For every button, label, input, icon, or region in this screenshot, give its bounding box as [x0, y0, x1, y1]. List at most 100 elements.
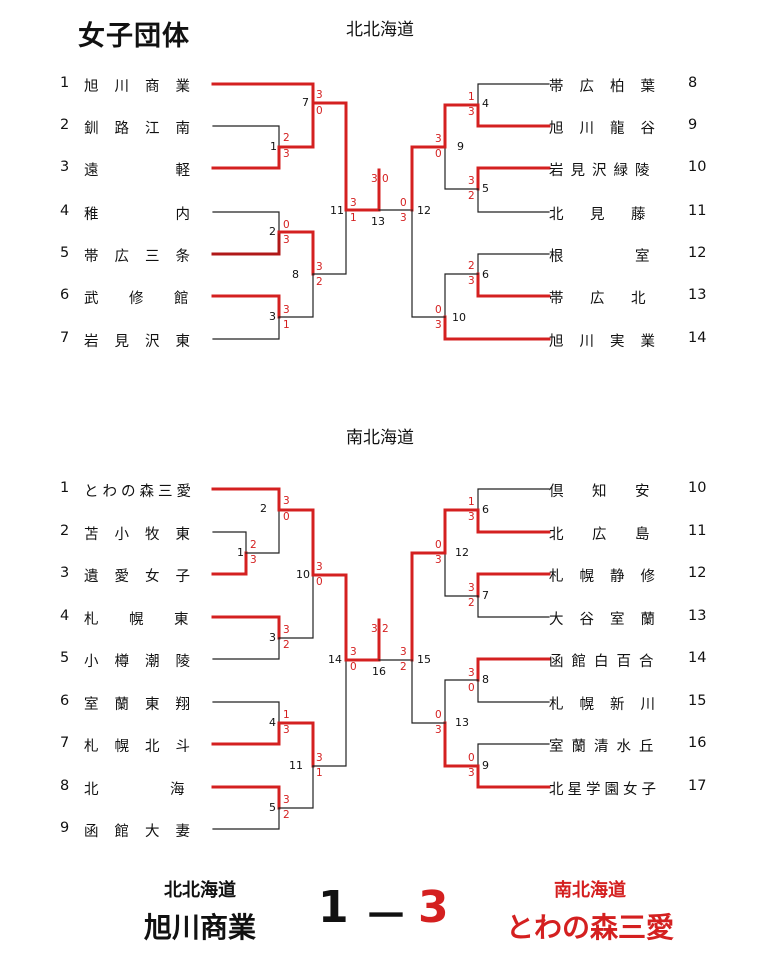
team-seed: 12	[688, 565, 707, 581]
north-final-score: 1	[318, 882, 349, 933]
team-name: 帯広柏葉	[549, 79, 671, 95]
score: 3	[283, 794, 290, 806]
match-number: 9	[482, 759, 489, 772]
score: 3	[283, 234, 290, 246]
score: 3	[316, 752, 323, 764]
score: 3	[316, 89, 323, 101]
score: 3	[350, 197, 357, 209]
team-name: 北 海	[84, 782, 192, 798]
team-seed: 9	[688, 117, 698, 133]
score: 3	[283, 624, 290, 636]
team-name: 帯広三条	[84, 249, 206, 265]
match-number: 7	[482, 589, 489, 602]
team-seed: 3	[60, 565, 70, 581]
team-seed: 5	[60, 245, 70, 261]
score: 2	[382, 623, 389, 635]
team-name: 苫小牧東	[84, 527, 206, 543]
team-name: 小樽潮陵	[84, 654, 206, 670]
team-name: 北 見 藤	[549, 207, 652, 223]
score: 3	[435, 319, 442, 331]
match-number: 13	[371, 215, 385, 228]
team-name: 旭川商業	[84, 79, 206, 95]
south-region-label: 南北海道	[554, 880, 626, 901]
match-number: 2	[260, 502, 267, 515]
team-name: 遠 軽	[84, 163, 206, 179]
north-region-label: 北北海道	[164, 880, 236, 901]
team-seed: 6	[60, 693, 70, 709]
team-name: 札幌新川	[549, 697, 671, 713]
match-number: 6	[482, 268, 489, 281]
team-seed: 5	[60, 650, 70, 666]
score: 3	[468, 275, 475, 287]
match-number: 3	[269, 631, 276, 644]
team-name: 北星学園女子	[549, 782, 660, 798]
score: 3	[350, 646, 357, 658]
score: 3	[250, 554, 257, 566]
team-seed: 2	[60, 523, 70, 539]
team-name: 室蘭清水丘	[549, 739, 662, 755]
match-number: 16	[372, 665, 386, 678]
team-seed: 6	[60, 287, 70, 303]
south-bracket-lines	[211, 487, 551, 830]
score: 0	[283, 511, 290, 523]
score: 0	[316, 576, 323, 588]
score: 3	[468, 767, 475, 779]
team-seed: 4	[60, 608, 70, 624]
team-name: 北 広 島	[549, 527, 657, 543]
team-name: 函館大妻	[84, 824, 206, 840]
match-number: 4	[482, 97, 489, 110]
team-seed: 10	[688, 159, 707, 175]
score: 3	[371, 623, 378, 635]
south-champion-name: とわの森三愛	[505, 911, 674, 944]
south-final-score: 3	[418, 882, 449, 933]
score: 3	[468, 175, 475, 187]
score: 0	[435, 709, 442, 721]
score: 0	[316, 105, 323, 117]
match-number: 8	[482, 673, 489, 686]
team-name: 札幌静修	[549, 569, 671, 585]
match-number: 1	[237, 546, 244, 559]
match-number: 11	[289, 759, 303, 772]
team-name: 遺愛女子	[84, 569, 206, 585]
score: 2	[316, 276, 323, 288]
score: 0	[468, 752, 475, 764]
team-name: 稚 内	[84, 207, 206, 223]
score: 3	[468, 667, 475, 679]
score: 0	[468, 682, 475, 694]
team-seed: 8	[688, 75, 698, 91]
match-number: 9	[457, 140, 464, 153]
team-name: とわの森三愛	[84, 484, 195, 500]
score: 1	[283, 319, 290, 331]
match-number: 3	[269, 310, 276, 323]
score: 1	[468, 496, 475, 508]
score: 0	[400, 197, 407, 209]
team-seed: 7	[60, 330, 70, 346]
score: 3	[435, 554, 442, 566]
north-champion-name: 旭川商業	[143, 911, 256, 944]
match-number: 12	[417, 204, 431, 217]
score: 3	[468, 582, 475, 594]
score: 3	[283, 304, 290, 316]
score: 3	[283, 148, 290, 160]
team-name: 倶 知 安	[549, 484, 657, 500]
team-name: 室蘭東翔	[84, 697, 206, 713]
score: 3	[316, 561, 323, 573]
score: 3	[283, 495, 290, 507]
team-name: 札 幌 東	[84, 612, 197, 628]
team-seed: 15	[688, 693, 707, 709]
score: 2	[283, 639, 290, 651]
match-number: 4	[269, 716, 276, 729]
match-number: 5	[482, 182, 489, 195]
score: 0	[283, 219, 290, 231]
team-seed: 3	[60, 159, 70, 175]
score: 1	[283, 709, 290, 721]
team-name: 岩見沢東	[84, 334, 206, 350]
match-number: 5	[269, 801, 276, 814]
score: 2	[400, 661, 407, 673]
team-name: 札幌北斗	[84, 739, 206, 755]
team-seed: 11	[688, 203, 707, 219]
score: 2	[468, 260, 475, 272]
north-bracket-title: 北北海道	[346, 20, 414, 40]
team-name: 岩見沢緑陵	[549, 163, 657, 179]
